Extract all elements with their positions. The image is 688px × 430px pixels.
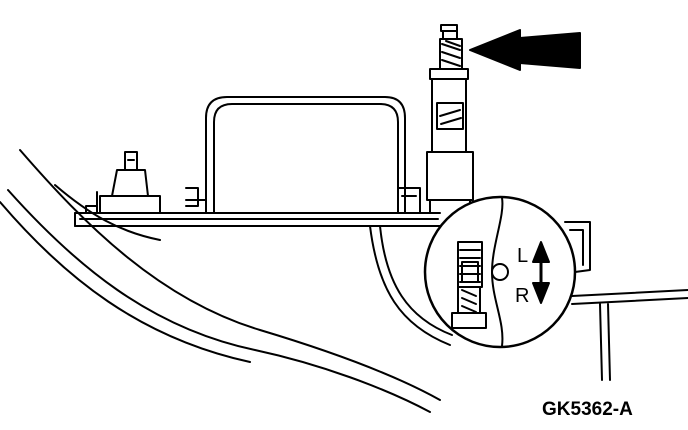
inset-pivot-circle	[491, 263, 509, 281]
left-mount-bracket	[85, 151, 199, 214]
pointer-arrow	[469, 29, 581, 71]
vertical-adjuster	[426, 24, 474, 214]
inset-bolt	[451, 241, 487, 329]
right-frame	[564, 221, 688, 381]
curved-frame-rails	[0, 149, 441, 413]
inset-label-left: L	[517, 245, 528, 267]
loop-bracket	[185, 96, 421, 214]
inset-double-arrow	[532, 241, 550, 304]
inset-label-right: R	[515, 285, 529, 307]
crossmember	[74, 212, 453, 346]
detail-inset: L R	[423, 195, 577, 349]
figure-id-code: GK5362-A	[542, 399, 633, 420]
